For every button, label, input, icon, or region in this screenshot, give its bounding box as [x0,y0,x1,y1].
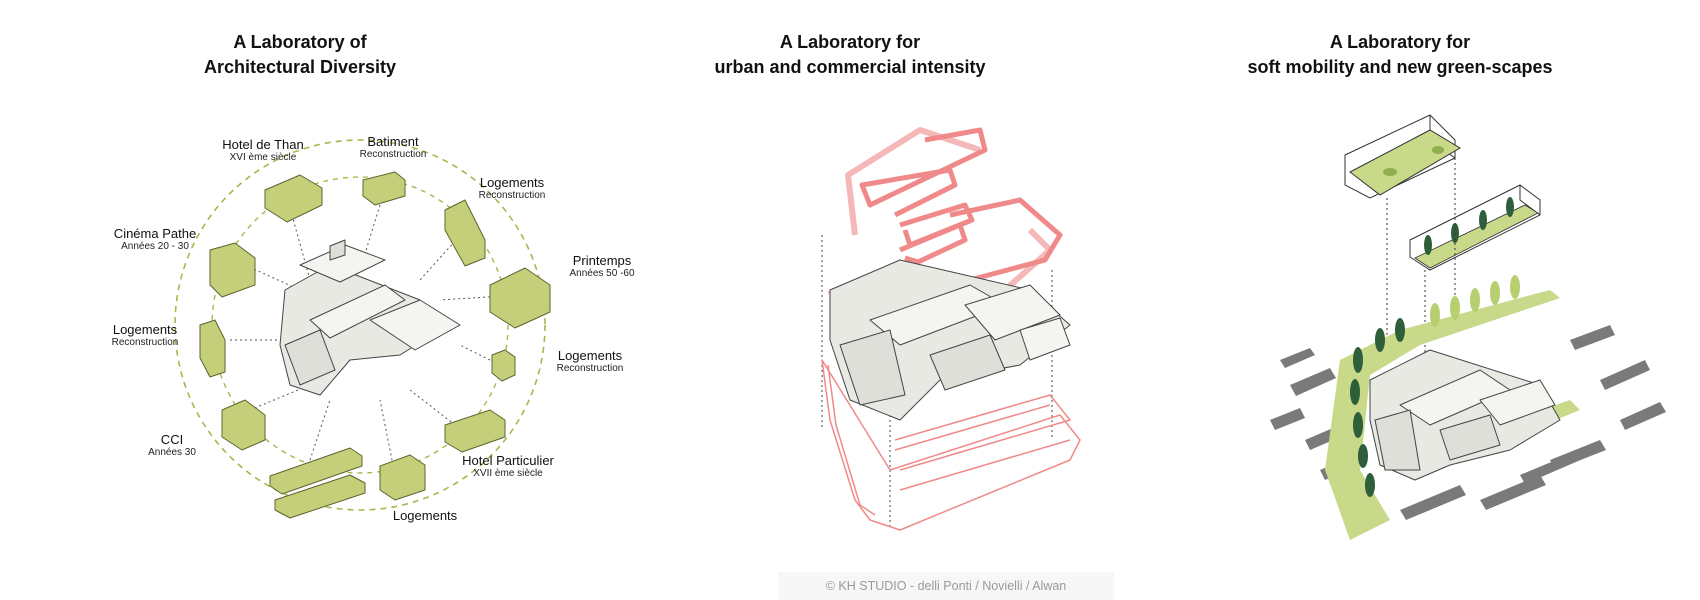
label-cinema-pathe: Cinéma Pathe Années 20 - 30 [113,226,197,252]
panel-title: A Laboratory for urban and commercial in… [600,30,1100,80]
title-line-2: soft mobility and new green-scapes [1247,57,1553,77]
label-logements-2: Logements Reconstruction [111,322,179,348]
mobility-diagram [1270,114,1666,540]
title-line-1: A Laboratory of [233,32,367,52]
label-hotel-de-than: Hotel de Than XVI ème siècle [222,137,304,163]
panel-title: A Laboratory of Architectural Diversity [0,30,600,80]
title-line-1: A Laboratory for [779,32,921,52]
panel-title: A Laboratory for soft mobility and new g… [1100,30,1700,80]
panel-commercial-intensity: A Laboratory for urban and commercial in… [600,0,1100,598]
title-line-2: urban and commercial intensity [714,57,986,77]
panel-architectural-diversity: A Laboratory of Architectural Diversity [0,0,635,598]
intensity-diagram [821,127,1081,531]
panel-soft-mobility: A Laboratory for soft mobility and new g… [1100,0,1700,598]
label-printemps: Printemps Années 50 -60 [569,253,635,279]
credit-watermark: © KH STUDIO - delli Ponti / Novielli / A… [778,572,1114,600]
label-logements-1: Logements Reconstruction [478,175,546,201]
label-batiment: Batiment Reconstruction [359,134,427,160]
title-line-2: Architectural Diversity [203,57,397,77]
label-logements-3: Logements Reconstruction [556,348,624,374]
label-logements-4: Logements [392,508,458,523]
title-line-1: A Laboratory for [1329,32,1471,52]
label-cci: CCI Années 30 [148,432,196,458]
label-hotel-particulier: Hotel Particulier XVII ème siècle [462,453,554,479]
diversity-diagram [174,139,551,519]
